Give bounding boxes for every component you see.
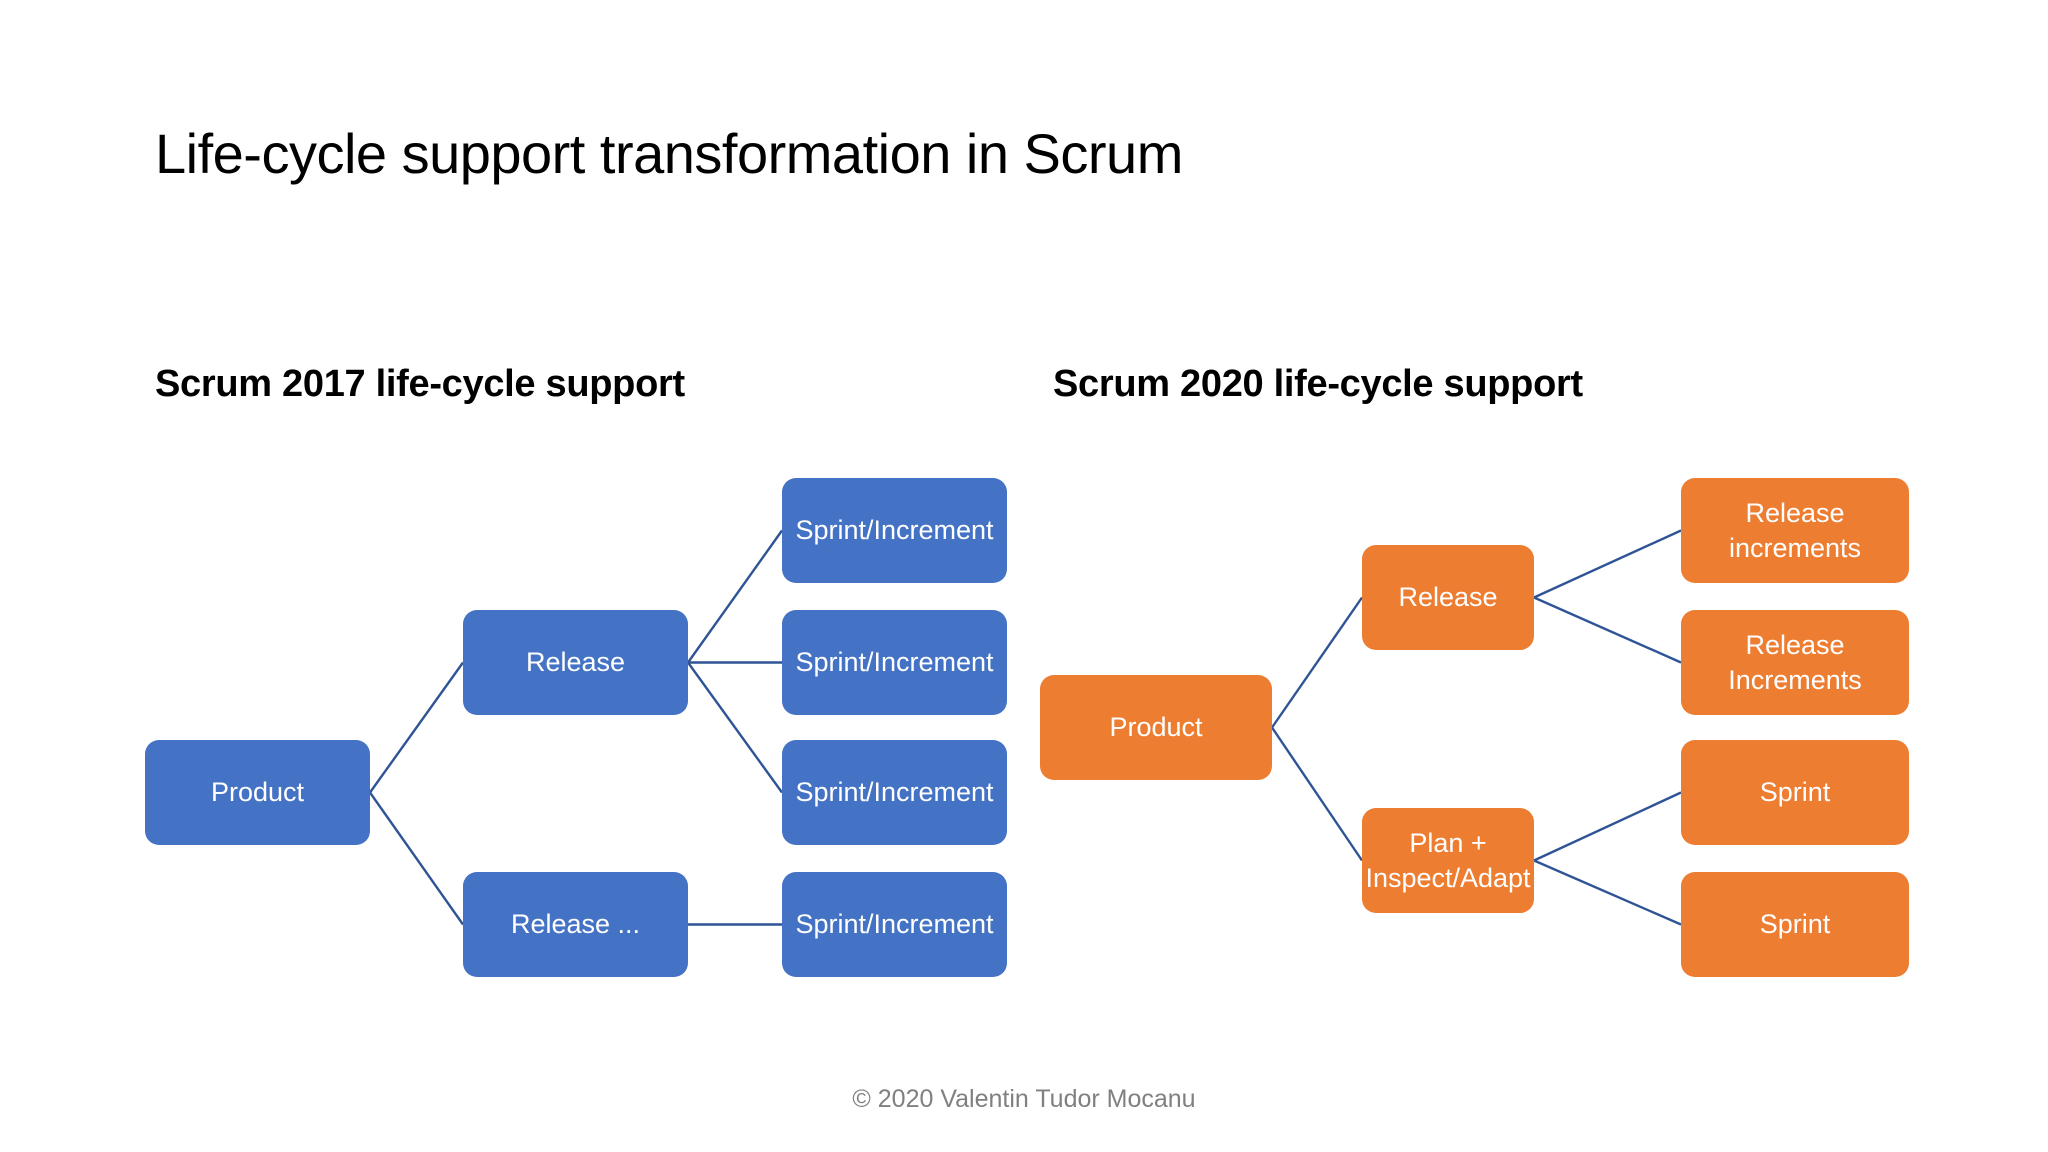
panel-heading-scrum-2017: Scrum 2017 life-cycle support bbox=[155, 363, 685, 405]
node-scrum-2017-sprint4[interactable]: Sprint/Increment bbox=[782, 872, 1007, 977]
connector-plan-to-sprint1 bbox=[1533, 791, 1682, 862]
connector-plan-to-sprint2 bbox=[1533, 859, 1682, 926]
connector-product-to-release1 bbox=[369, 661, 464, 794]
node-scrum-2017-release2[interactable]: Release ... bbox=[463, 872, 688, 977]
node-scrum-2020-sprint2[interactable]: Sprint bbox=[1681, 872, 1909, 977]
connector-release1-to-sprint1 bbox=[687, 529, 783, 664]
connector-release-to-relincr1 bbox=[1533, 529, 1682, 599]
node-scrum-2017-product[interactable]: Product bbox=[145, 740, 370, 845]
connector-product-to-plan bbox=[1271, 726, 1363, 862]
connector-product-to-release bbox=[1271, 596, 1363, 729]
panel-heading-scrum-2020: Scrum 2020 life-cycle support bbox=[1053, 363, 1583, 405]
connector-release1-to-sprint3 bbox=[687, 661, 783, 794]
node-scrum-2017-sprint2[interactable]: Sprint/Increment bbox=[782, 610, 1007, 715]
node-scrum-2020-release[interactable]: Release bbox=[1362, 545, 1534, 650]
connector-product-to-release2 bbox=[369, 791, 464, 926]
node-scrum-2020-relincr2[interactable]: Release Increments bbox=[1681, 610, 1909, 715]
node-scrum-2020-plan[interactable]: Plan + Inspect/Adapt bbox=[1362, 808, 1534, 913]
page-title: Life-cycle support transformation in Scr… bbox=[155, 122, 1183, 185]
node-scrum-2017-sprint1[interactable]: Sprint/Increment bbox=[782, 478, 1007, 583]
node-scrum-2017-sprint3[interactable]: Sprint/Increment bbox=[782, 740, 1007, 845]
node-scrum-2020-sprint1[interactable]: Sprint bbox=[1681, 740, 1909, 845]
connector-release-to-relincr2 bbox=[1533, 596, 1682, 664]
node-scrum-2020-product[interactable]: Product bbox=[1040, 675, 1272, 780]
node-scrum-2020-relincr1[interactable]: Release increments bbox=[1681, 478, 1909, 583]
copyright-footer: © 2020 Valentin Tudor Mocanu bbox=[852, 1085, 1196, 1113]
node-scrum-2017-release1[interactable]: Release bbox=[463, 610, 688, 715]
